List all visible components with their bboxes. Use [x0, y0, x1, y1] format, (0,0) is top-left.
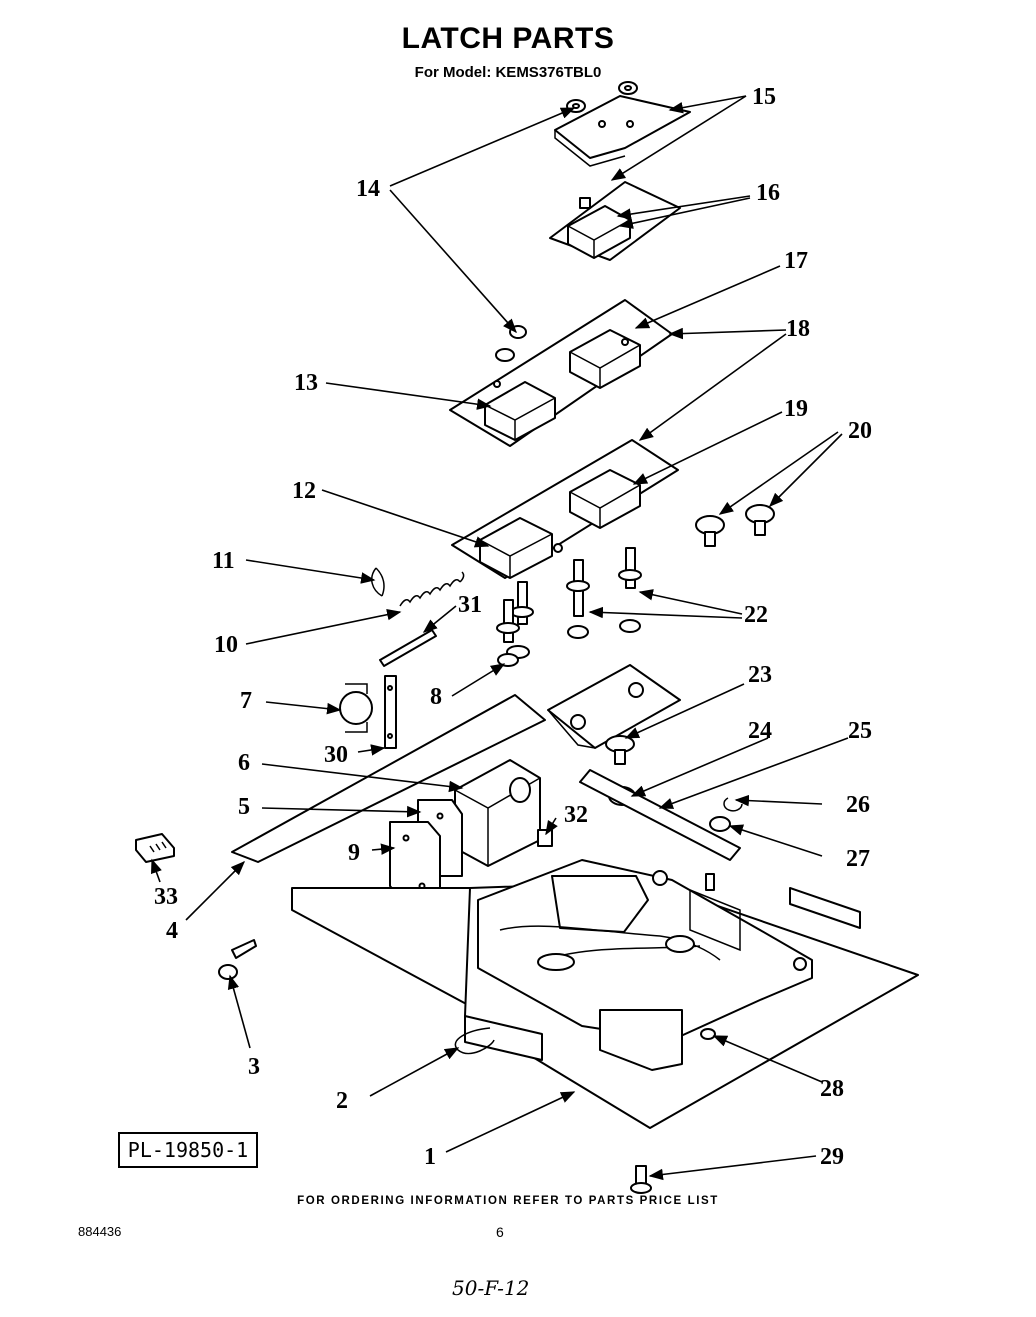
callout-32: 32 — [564, 802, 588, 828]
part-33-block — [135, 833, 175, 863]
callout-28: 28 — [820, 1076, 844, 1102]
callout-1: 1 — [424, 1144, 436, 1170]
callout-23: 23 — [748, 662, 772, 688]
part-28-nut — [700, 1028, 716, 1040]
callout-3: 3 — [248, 1054, 260, 1080]
part-1-base-bracket — [291, 859, 919, 1129]
callout-30: 30 — [324, 742, 348, 768]
part-19-switch-plate — [451, 439, 679, 579]
callout-13: 13 — [294, 370, 318, 396]
callout-20: 20 — [848, 418, 872, 444]
ordering-footer: FOR ORDERING INFORMATION REFER TO PARTS … — [297, 1195, 719, 1207]
page-number: 6 — [496, 1224, 504, 1240]
callout-2: 2 — [336, 1088, 348, 1114]
part-22-screws — [566, 547, 642, 639]
part-25-plate — [579, 769, 741, 861]
part-15-plate — [554, 95, 691, 167]
part-32-clip — [537, 829, 553, 847]
part-15-nut-top — [618, 81, 638, 95]
callout-29: 29 — [820, 1144, 844, 1170]
part-11-pin — [371, 567, 385, 597]
part-10-spring — [399, 571, 465, 607]
part-29-screw — [630, 1165, 652, 1194]
document-number: 884436 — [78, 1224, 122, 1239]
page-title: LATCH PARTS — [401, 22, 615, 55]
callout-14: 14 — [356, 176, 380, 202]
part-3-screw — [218, 939, 257, 980]
part-27-washer — [709, 816, 731, 832]
part-30-bracket — [384, 675, 397, 749]
part-23-bumper — [605, 735, 635, 765]
callout-24: 24 — [748, 718, 772, 744]
callout-numbers: 14 15 16 17 18 13 19 20 12 11 31 22 10 2… — [154, 84, 872, 1170]
part-8-screws — [496, 581, 534, 667]
part-16-switch-bracket — [549, 181, 681, 261]
drawing-id-box: PL-19850-1 — [118, 1132, 258, 1168]
part-26-e-clip — [723, 797, 743, 812]
part-6-solenoid — [454, 759, 541, 867]
callout-12: 12 — [292, 478, 316, 504]
part-31-rod — [379, 629, 437, 667]
callout-31: 31 — [458, 592, 482, 618]
leader-lines — [151, 95, 849, 1181]
part-7-roller — [339, 683, 373, 733]
part-17-switch-plate — [449, 299, 673, 447]
model-subtitle: For Model: KEMS376TBL0 — [414, 64, 602, 81]
callout-6: 6 — [238, 750, 250, 776]
callout-8: 8 — [430, 684, 442, 710]
handwritten-note: 50-F-12 — [452, 1276, 530, 1300]
callout-9: 9 — [348, 840, 360, 866]
part-20-bumpers — [695, 504, 775, 547]
callout-7: 7 — [240, 688, 252, 714]
callout-26: 26 — [846, 792, 870, 818]
callout-19: 19 — [784, 396, 808, 422]
callout-27: 27 — [846, 846, 870, 872]
callout-4: 4 — [166, 918, 178, 944]
callout-11: 11 — [212, 548, 235, 574]
callout-5: 5 — [238, 794, 250, 820]
callout-16: 16 — [756, 180, 780, 206]
callout-22: 22 — [744, 602, 768, 628]
callout-33: 33 — [154, 884, 178, 910]
callout-10: 10 — [214, 632, 238, 658]
callout-25: 25 — [848, 718, 872, 744]
callout-18: 18 — [786, 316, 810, 342]
callout-15: 15 — [752, 84, 776, 110]
callout-17: 17 — [784, 248, 808, 274]
part-14-nut-lower — [495, 325, 527, 362]
